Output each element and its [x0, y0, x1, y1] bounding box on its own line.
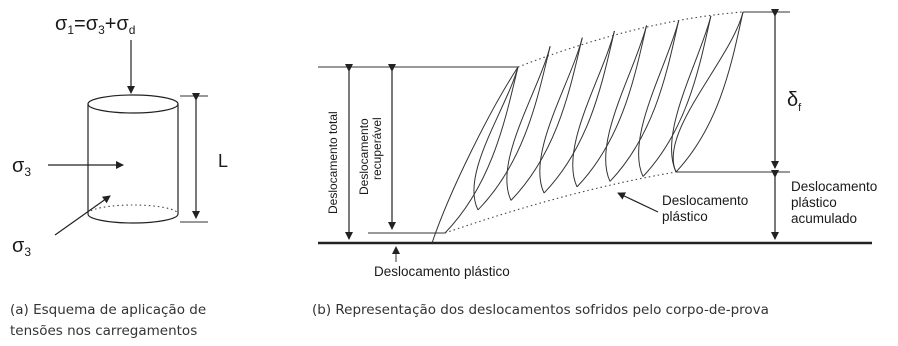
right-panel: Deslocamento total Deslocamento recuperá…	[312, 9, 877, 318]
loading-branch	[675, 11, 744, 173]
accumulated-label-line1: Deslocamento	[791, 179, 877, 194]
confining-sigma3-label: σ3	[12, 235, 31, 259]
specimen-cylinder	[87, 94, 179, 224]
unloading-branch	[605, 25, 648, 182]
lateral-sigma3-label: σ3	[12, 155, 31, 179]
delta-f-label: δf	[787, 89, 802, 114]
cylinder-bottom-back	[87, 204, 179, 215]
unloading-branch	[506, 46, 551, 201]
length-label: L	[218, 151, 228, 171]
cylinder-top	[87, 94, 179, 114]
bottom-plastic-label: Deslocamento plástico	[374, 264, 510, 279]
upper-envelope	[517, 11, 744, 68]
total-displacement-label: Deslocamento total	[326, 111, 340, 214]
loading-branch	[576, 25, 648, 188]
caption-b: (b) Representação dos deslocamentos sofr…	[312, 302, 769, 318]
initial-loading-curve	[431, 66, 519, 244]
hysteresis-loops	[431, 11, 744, 244]
caption-a-line2: tensões nos carregamentos	[10, 323, 197, 339]
unloading-branch	[572, 30, 615, 188]
loading-branch	[543, 30, 615, 194]
loading-branch	[609, 20, 680, 182]
recoverable-label-line2: recuperável	[370, 117, 384, 180]
accumulated-label-line2: plástico	[791, 195, 837, 210]
loading-branch	[510, 37, 583, 201]
recoverable-label-line1: Deslocamento	[357, 118, 371, 195]
unloading-branch	[671, 15, 712, 173]
unloading-branch	[672, 11, 744, 173]
left-panel: σ1=σ3+σd σ3 σ3 L (a) Esquema de aplicaçã…	[10, 13, 228, 339]
plastic-label-line2: plástico	[662, 209, 708, 224]
accumulated-label-line3: acumulado	[791, 211, 857, 226]
plastic-pointer-arrow	[617, 192, 659, 213]
cylinder-bottom-front	[87, 213, 179, 224]
sigma1-label: σ1=σ3+σd	[55, 13, 135, 37]
loading-branch	[642, 15, 712, 177]
unloading-branch	[473, 66, 519, 211]
loading-branch	[444, 66, 519, 234]
lower-envelope	[444, 171, 677, 234]
loading-branch	[477, 46, 551, 211]
unloading-branch	[638, 20, 680, 177]
caption-a-line1: (a) Esquema de aplicação de	[10, 302, 206, 318]
plastic-label-line1: Deslocamento	[662, 193, 748, 208]
unloading-branch	[539, 37, 583, 194]
confining-pressure-arrow	[54, 195, 111, 236]
